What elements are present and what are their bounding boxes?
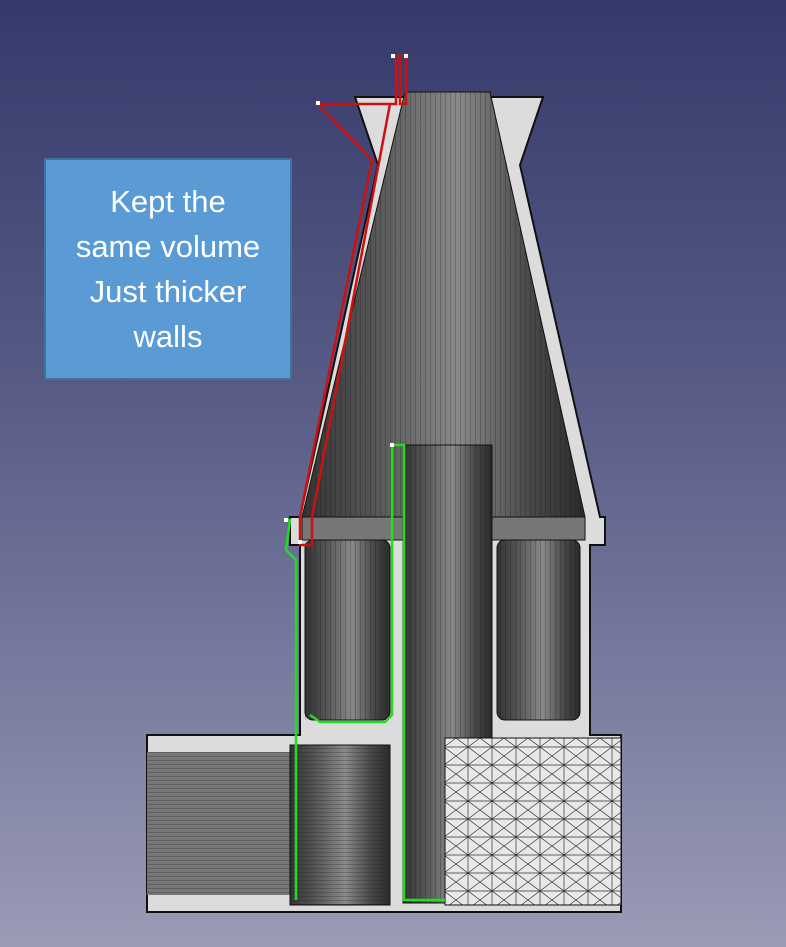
annotation-line: Just thicker: [89, 274, 247, 309]
green-edge-selection[interactable]: [284, 443, 445, 902]
annotation-line: walls: [133, 319, 203, 354]
annotation-line: same volume: [75, 229, 261, 264]
left-cylinder-facets: [305, 540, 390, 720]
section-body[interactable]: [146, 91, 622, 913]
bottom-mid-facets: [290, 745, 390, 905]
red-edge-selection[interactable]: [298, 54, 408, 547]
bottom-right-mesh: [444, 737, 622, 906]
right-cylinder-facets: [497, 540, 580, 720]
inner-cone-facets: [302, 92, 585, 517]
bottom-left-facets: [147, 752, 292, 895]
selection-vertices: [284, 54, 408, 544]
annotation-callout: Kept the same volume Just thicker walls: [44, 158, 292, 380]
annotation-line: Kept the: [110, 184, 226, 219]
